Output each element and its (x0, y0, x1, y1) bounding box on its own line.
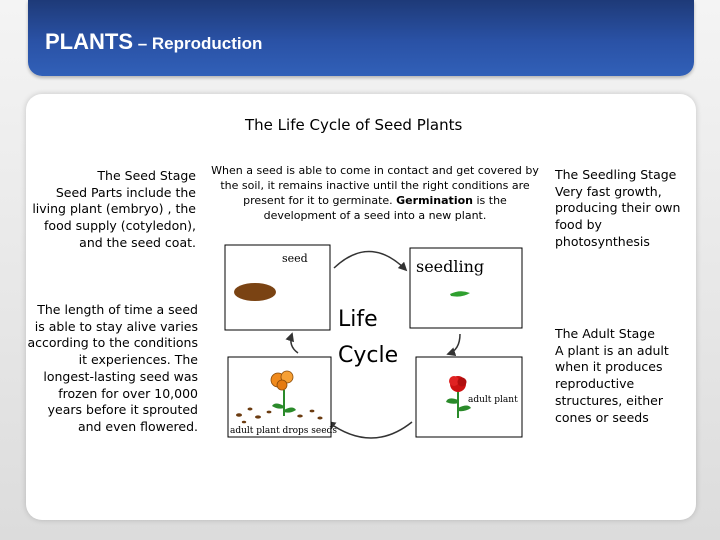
seed-stage-block: The Seed Stage Seed Parts include the li… (26, 168, 196, 252)
arrow-seed-to-seedling (333, 250, 408, 272)
germination-description: When a seed is able to come in contact a… (210, 163, 540, 223)
title-subtitle: Reproduction (151, 34, 263, 53)
adult-plant-label: adult plant (468, 395, 518, 405)
adult-plant-box (415, 356, 523, 438)
seedling-stage-title: The Seedling Stage (555, 167, 677, 182)
germination-term: Germination (396, 194, 473, 207)
slide-title: PLANTS – Reproduction (45, 29, 262, 55)
title-main: PLANTS (45, 29, 133, 54)
adult-stage-text: A plant is an adult when it produces rep… (555, 342, 669, 425)
arrow-seedling-to-adult (446, 333, 461, 356)
desc-part-2: is the development of a seed into a new … (263, 194, 507, 222)
arrow-adult-to-drops (326, 420, 413, 439)
drops-seeds-box (227, 356, 332, 438)
title-banner (28, 0, 694, 76)
life-cycle-line2: Cycle (338, 343, 398, 368)
adult-stage-title: The Adult Stage (555, 326, 655, 341)
seedling-stage-block: The Seedling Stage Very fast growth, pro… (555, 167, 695, 251)
drops-seeds-label: adult plant drops seeds (230, 426, 337, 436)
adult-stage-block: The Adult Stage A plant is an adult when… (555, 326, 685, 426)
life-cycle-diagram: seed seedling Life Cycle adult plant dro… (224, 244, 523, 439)
content-panel (26, 94, 696, 520)
seed-longevity-text: The length of time a seed is able to sta… (27, 302, 198, 434)
seedling-stage-text: Very fast growth, producing their own fo… (555, 183, 681, 249)
scattered-seeds-icon (236, 407, 323, 424)
seed-stage-text: Seed Parts include the living plant (emb… (32, 184, 196, 250)
seedling-label: seedling (416, 257, 484, 276)
seed-label: seed (282, 252, 308, 265)
desc-part-1: When a seed is able to come in contact a… (211, 164, 539, 207)
seedling-box (409, 247, 523, 329)
section-heading: The Life Cycle of Seed Plants (245, 116, 463, 134)
seed-icon (234, 283, 276, 301)
orange-flower-icon (270, 370, 296, 416)
life-cycle-line1: Life (338, 307, 378, 332)
seed-stage-title: The Seed Stage (97, 168, 196, 183)
red-rose-icon (446, 376, 471, 418)
title-dash: – (133, 34, 152, 53)
seedling-icon (450, 291, 470, 297)
arrow-drops-to-seed (285, 332, 299, 354)
